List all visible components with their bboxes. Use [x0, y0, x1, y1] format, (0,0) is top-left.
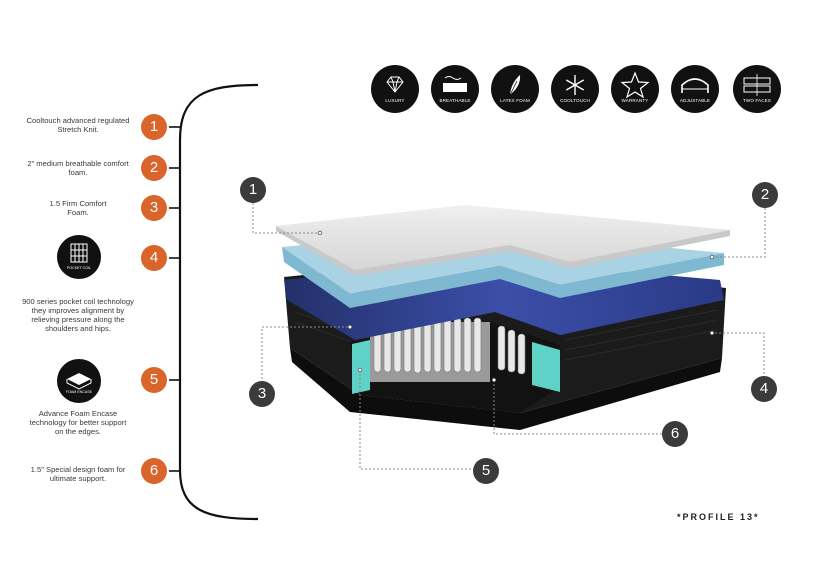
profile-label: *PROFILE 13*	[677, 512, 760, 522]
foam-encase-edge-right	[532, 342, 560, 392]
warranty-feature: WARRANTY	[611, 65, 659, 113]
layer-number-3: 3	[141, 195, 167, 221]
luxury-label: LUXURY	[385, 98, 405, 103]
pocket-coils	[370, 317, 526, 382]
two-faces-feature: TWO FACES	[733, 65, 781, 113]
layer-number-2: 2	[141, 155, 167, 181]
warranty-star-icon	[620, 71, 650, 99]
layer-1-description: Cooltouch advanced regulated Stretch Kni…	[26, 116, 130, 134]
layer-3-description: 1.5 Firm Comfort Foam.	[49, 199, 107, 217]
layer-5-description: Advance Foam Encase technology for bette…	[29, 409, 127, 436]
breathable-feature: BREATHABLE	[431, 65, 479, 113]
layer-number-4: 4	[141, 245, 167, 271]
callout-5: 5	[473, 458, 499, 484]
stretch-knit-cover	[276, 205, 730, 276]
callout-6: 6	[662, 421, 688, 447]
luxury-feature: LUXURY	[371, 65, 419, 113]
pocket-coil-icon: POCKET COIL	[57, 235, 101, 279]
layer-2-description: 2" medium breathable comfort foam.	[27, 159, 129, 177]
callout-2: 2	[752, 182, 778, 208]
layer-number-6: 6	[141, 458, 167, 484]
layer-number-5: 5	[141, 367, 167, 393]
two-faces-icon	[743, 74, 771, 96]
leader-lines	[252, 203, 766, 470]
cooltouch-label: COOLTOUCH	[560, 98, 590, 103]
pocket-coil-label: POCKET COIL	[66, 266, 92, 270]
latex-foam-label: LATEX FOAM	[500, 98, 530, 103]
two-faces-label: TWO FACES	[743, 98, 771, 103]
callout-4: 4	[751, 376, 777, 402]
callout-3: 3	[249, 381, 275, 407]
breathable-label: BREATHABLE	[439, 98, 471, 103]
layer-number-1: 1	[141, 114, 167, 140]
foam-encase-icon: FOAM ENCASE	[57, 359, 101, 403]
foam-encase-glyph	[66, 373, 92, 390]
adjustable-feature: ADJUSTABLE	[671, 65, 719, 113]
layer-4-description: 900 series pocket coil technology they i…	[22, 297, 134, 333]
callout-1: 1	[240, 177, 266, 203]
cooltouch-feature: COOLTOUCH	[551, 65, 599, 113]
adjustable-label: ADJUSTABLE	[679, 98, 711, 103]
leader-dots	[317, 230, 715, 383]
foam-encase-edge-left	[352, 340, 370, 394]
adjustable-bed-icon	[681, 78, 709, 93]
layer-6-description: 1.5" Special design foam for ultimate su…	[30, 465, 126, 483]
breathable-icon	[443, 76, 467, 92]
latex-foam-feature: LATEX FOAM	[491, 65, 539, 113]
snowflake-icon	[565, 75, 585, 95]
feather-icon	[508, 75, 521, 98]
foam-encase-label: FOAM ENCASE	[65, 390, 93, 394]
pocket-coil-glyph	[70, 243, 88, 263]
warranty-label: WARRANTY	[621, 98, 649, 103]
diamond-icon	[386, 76, 404, 93]
